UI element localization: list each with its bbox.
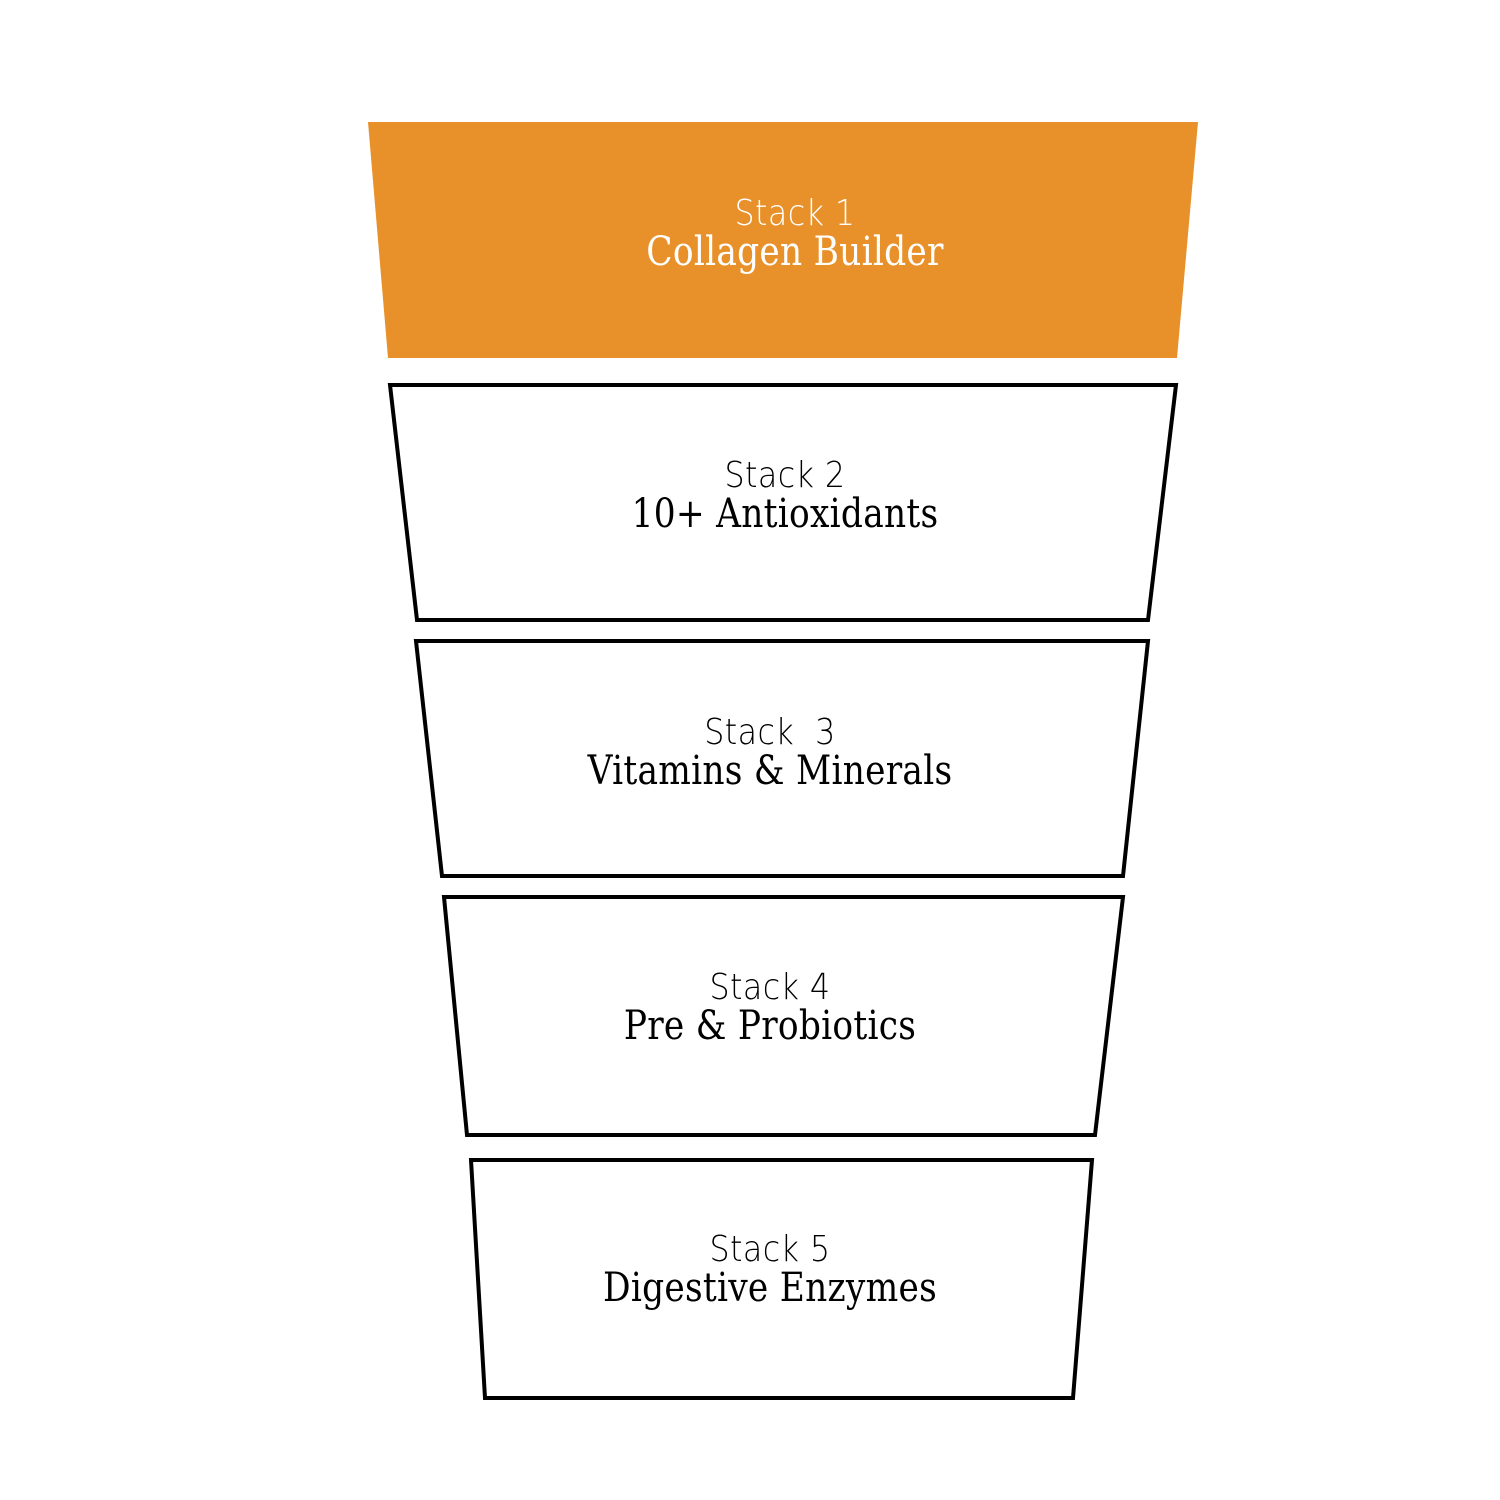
funnel-segment-3[interactable] bbox=[413, 639, 1151, 878]
funnel-segment-2[interactable] bbox=[387, 383, 1179, 622]
funnel-segment-5[interactable] bbox=[468, 1158, 1095, 1400]
funnel-segment-1[interactable] bbox=[368, 122, 1198, 358]
funnel-segment-4[interactable] bbox=[441, 895, 1126, 1137]
